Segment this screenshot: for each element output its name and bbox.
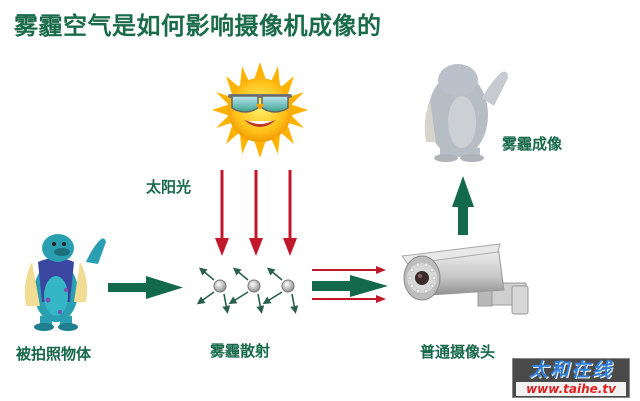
security-camera-icon xyxy=(401,243,529,315)
haze-particle-icon xyxy=(196,267,231,314)
label-haze-image: 雾霾成像 xyxy=(502,135,563,153)
label-sunlight: 太阳光 xyxy=(146,178,192,196)
camera-to-image-arrow xyxy=(452,176,474,235)
haze-particle-icon xyxy=(228,267,265,314)
monster-character-icon xyxy=(24,234,106,331)
haze-particles xyxy=(196,267,299,314)
sunlight-arrows xyxy=(215,170,297,256)
haze-particle-icon xyxy=(262,267,299,314)
watermark-name: 太和在线 xyxy=(528,359,613,381)
sun-with-sunglasses-icon xyxy=(212,62,308,158)
subject-to-haze-arrow xyxy=(108,276,183,299)
watermark-logo: 太和在线 www.taihe.tv xyxy=(512,358,630,398)
label-haze-scatter: 雾霾散射 xyxy=(210,342,271,360)
haze-to-camera-arrows xyxy=(312,266,388,303)
watermark-url: www.taihe.tv xyxy=(516,382,626,396)
label-subject: 被拍照物体 xyxy=(16,345,92,363)
blurred-monster-icon xyxy=(424,64,508,162)
label-camera: 普通摄像头 xyxy=(420,343,496,361)
diagram-title: 雾霾空气是如何影响摄像机成像的 xyxy=(14,12,382,40)
